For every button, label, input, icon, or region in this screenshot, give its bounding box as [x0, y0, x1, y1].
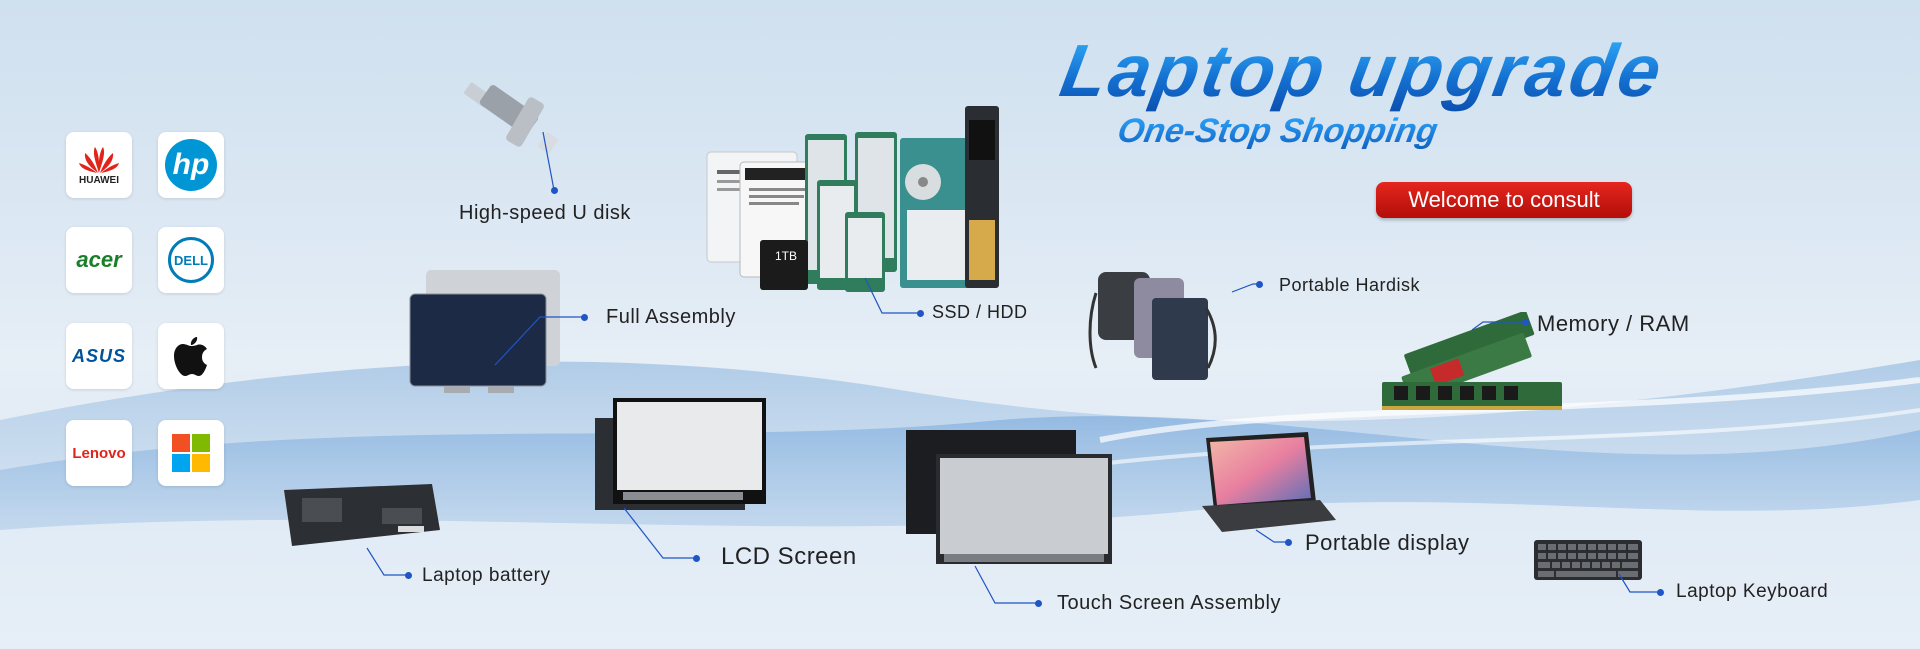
ssd-hdd-image: 1TB — [706, 106, 999, 292]
portable-display-label: Portable display — [1305, 530, 1470, 555]
portable-hardisk-image — [1088, 272, 1217, 380]
portable-hardisk-dot — [1256, 281, 1263, 288]
battery-label: Laptop battery — [422, 565, 551, 586]
memory-dot — [1522, 319, 1529, 326]
touch-screen-image — [906, 430, 1112, 564]
touch-screen-dot — [1035, 600, 1042, 607]
memory-label: Memory / RAM — [1537, 311, 1690, 336]
dell-logo-icon: DELL — [168, 237, 214, 283]
huawei-logo-text: HUAWEI — [79, 174, 119, 186]
lcd-dot — [693, 555, 700, 562]
lcd-label: LCD Screen — [721, 543, 857, 570]
full-assembly-dot — [581, 314, 588, 321]
brand-tile-asus: ASUS — [66, 323, 132, 389]
full-assembly-label: Full Assembly — [606, 306, 736, 328]
keyboard-label: Laptop Keyboard — [1676, 581, 1829, 602]
wave-background — [0, 360, 1920, 649]
full-assembly-image — [409, 270, 560, 393]
brand-tile-huawei: HUAWEI — [66, 132, 132, 198]
microsoft-logo-icon — [172, 434, 210, 472]
brand-tile-hp: hp — [158, 132, 224, 198]
acer-logo-icon: acer — [76, 247, 122, 272]
touch-screen-label: Touch Screen Assembly — [1057, 592, 1281, 614]
consult-button[interactable]: Welcome to consult — [1376, 182, 1632, 218]
portable-display-dot — [1285, 539, 1292, 546]
lenovo-logo-icon: Lenovo — [72, 444, 126, 462]
memory-ram-image — [1382, 312, 1562, 410]
battery-dot — [405, 572, 412, 579]
ssd-capacity-text: 1TB — [775, 249, 797, 263]
asus-logo-icon: ASUS — [71, 345, 126, 366]
brand-tile-microsoft — [158, 420, 224, 486]
usb-dot — [551, 187, 558, 194]
brand-tile-lenovo: Lenovo — [66, 420, 132, 486]
dell-logo-text: DELL — [174, 252, 208, 268]
brand-tile-apple — [158, 323, 224, 389]
portable-hardisk-label: Portable Hardisk — [1279, 275, 1421, 295]
huawei-logo-icon — [79, 146, 119, 173]
brand-tile-dell: DELL — [158, 227, 224, 293]
brand-tile-acer: acer — [66, 227, 132, 293]
portable-display-image — [1202, 432, 1336, 532]
hp-logo-text: hp — [172, 148, 210, 181]
ssd-dot — [917, 310, 924, 317]
usb-drive-image — [464, 82, 559, 154]
keyboard-dot — [1657, 589, 1664, 596]
lcd-screen-image — [595, 398, 766, 510]
ssd-label: SSD / HDD — [932, 302, 1028, 322]
laptop-keyboard-image — [1534, 540, 1642, 580]
apple-logo-icon — [174, 337, 207, 376]
usb-label: High-speed U disk — [459, 202, 631, 224]
hp-logo-icon: hp — [165, 139, 217, 191]
laptop-battery-image — [284, 484, 440, 546]
